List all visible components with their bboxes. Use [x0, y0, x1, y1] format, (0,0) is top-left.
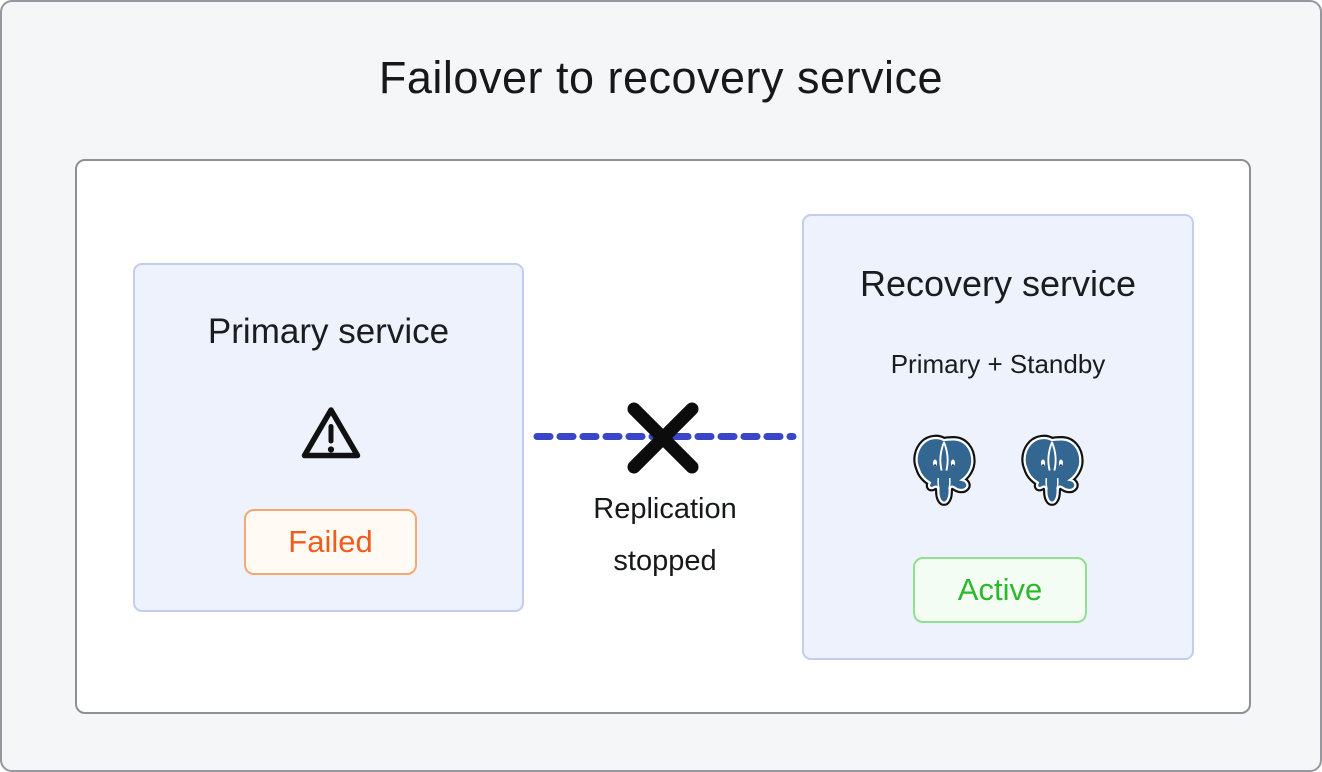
recovery-service-title: Recovery service	[859, 263, 1137, 304]
postgres-elephant-icon	[910, 434, 978, 512]
recovery-service-subtitle: Primary + Standby	[890, 349, 1106, 379]
failed-label: Failed	[288, 524, 373, 559]
postgres-instances	[804, 434, 1192, 512]
warning-triangle-icon	[299, 404, 363, 462]
page-title: Failover to recovery service	[378, 52, 944, 103]
x-cross-icon	[623, 398, 703, 478]
status-badge-active: Active	[913, 557, 1087, 623]
replication-stopped-label: Replication stopped	[593, 493, 737, 577]
active-label: Active	[957, 572, 1043, 607]
primary-service-title: Primary service	[207, 312, 450, 351]
status-badge-failed: Failed	[244, 509, 417, 575]
postgres-elephant-icon	[1018, 434, 1086, 512]
primary-service-card: Primary service Failed	[133, 263, 524, 612]
recovery-service-card: Recovery service Primary + Standby	[802, 214, 1194, 660]
